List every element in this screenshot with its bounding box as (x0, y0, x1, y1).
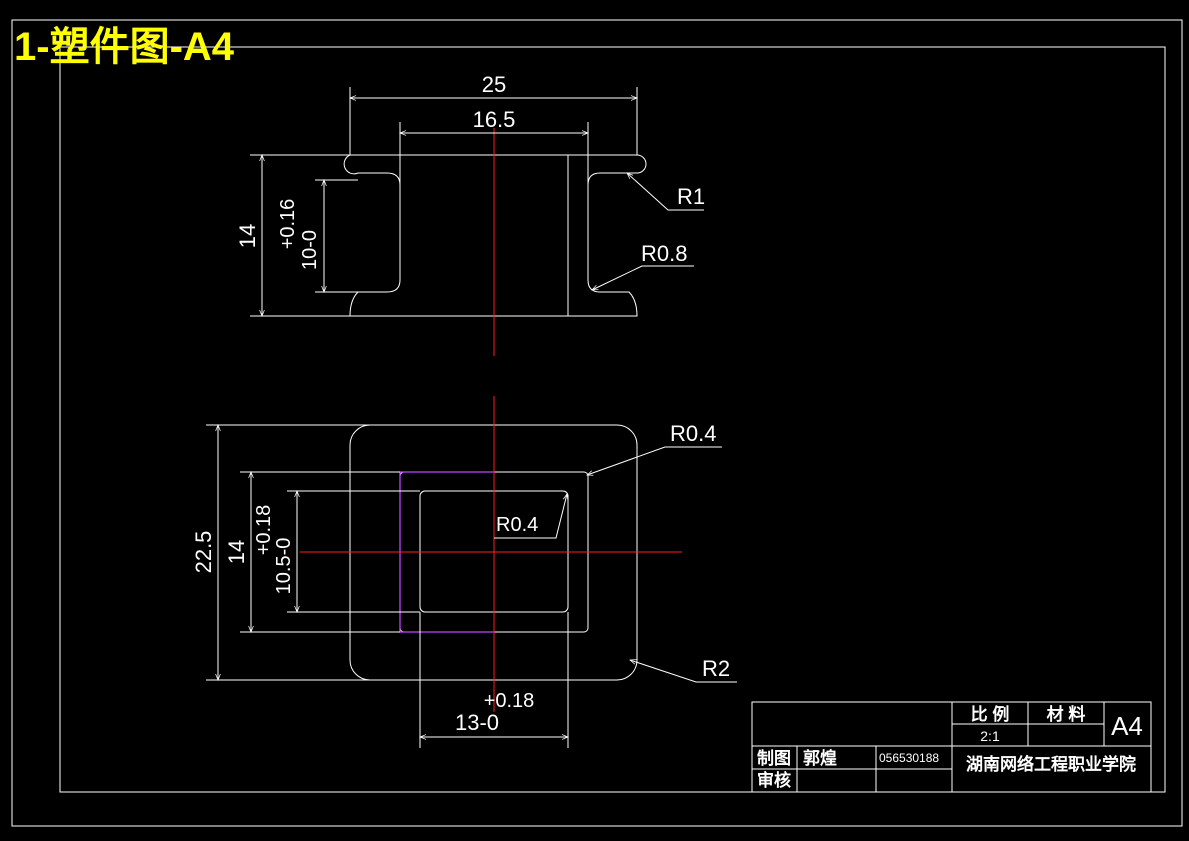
dim-hole-nominal: 10.5-0 (273, 538, 295, 595)
dim-overall-width: 25 (482, 72, 506, 97)
dim-mid-height: 14 (224, 540, 249, 564)
leader-r08 (591, 265, 694, 291)
drawn-by: 郭煌 (803, 748, 837, 768)
leader-r04-mid (586, 446, 722, 476)
dim-outer-height: 22.5 (191, 531, 216, 574)
check-label: 审核 (757, 770, 791, 790)
top-view: 22.5 14 +0.18 10.5-0 +0.18 13-0 R0.4 R0.… (191, 396, 737, 748)
scale-value: 2:1 (980, 728, 1000, 744)
dim-bottom-tolerance: +0.18 (484, 690, 535, 712)
drawing-title: 1-塑件图-A4 (14, 25, 235, 69)
inner-frame (59, 46, 1166, 793)
radius-r2: R2 (702, 656, 730, 681)
dim-groove-tolerance: +0.16 (277, 199, 299, 250)
drawing-number: 056530188 (879, 751, 939, 765)
dim-height: 14 (235, 224, 260, 248)
institution-name: 湖南网络工程职业学院 (966, 754, 1136, 774)
dim-hole-tolerance: +0.18 (253, 505, 275, 556)
radius-r04-hole: R0.4 (496, 514, 538, 536)
outer-frame (11, 19, 1183, 827)
leader-r04-hole (494, 493, 569, 539)
dim-bottom-nominal: 13-0 (455, 710, 499, 735)
title-block: 比 例 材 料 2:1 A4 制图 郭煌 056530188 审核 湖南网络工程… (751, 701, 1152, 793)
drawn-label: 制图 (757, 748, 791, 768)
scale-label: 比 例 (971, 704, 1010, 724)
dim-groove-nominal: 10-0 (299, 230, 321, 270)
side-view-outline (343, 154, 647, 317)
sheet-size: A4 (1111, 711, 1143, 741)
radius-r08: R0.8 (641, 241, 687, 266)
material-label: 材 料 (1047, 704, 1086, 724)
leader-r2 (629, 659, 737, 683)
leader-r1 (626, 172, 704, 211)
radius-r04-mid: R0.4 (670, 421, 716, 446)
radius-r1: R1 (677, 184, 705, 209)
side-view: 25 16.5 14 +0.16 10-0 R1 R0.8 (235, 72, 705, 356)
dim-inner-width: 16.5 (473, 107, 516, 132)
